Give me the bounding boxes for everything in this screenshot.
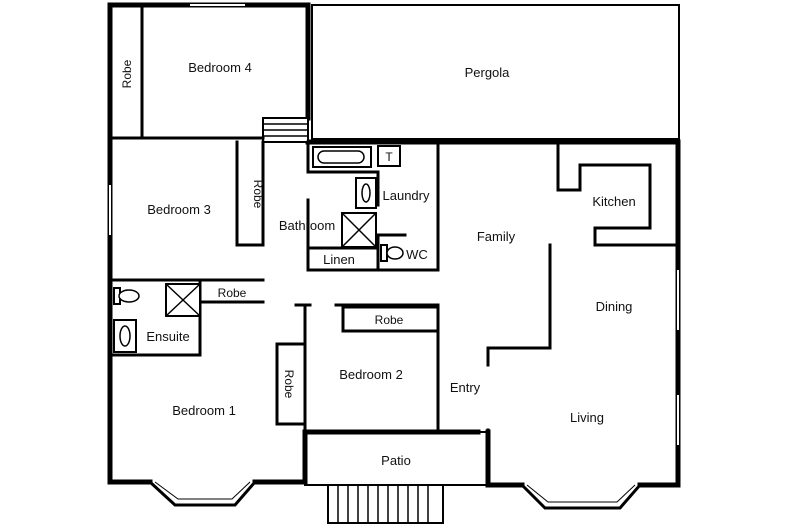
label-wc: WC [406,247,428,262]
wall-south-living [485,429,525,488]
wall-west [107,135,153,485]
label-robe-bed2: Robe [375,313,404,327]
stairs-south [327,484,444,524]
bay-window-living-inner [526,484,636,503]
toilet-ensuite-icon [113,287,140,305]
toilet-tag-box [377,145,401,167]
wall-robe-bed3 [235,140,265,247]
label-robe-bed4: Robe [120,59,134,88]
label-bedroom1: Bedroom 1 [172,403,236,418]
label-patio: Patio [381,453,411,468]
label-family: Family [477,229,516,244]
stairs-north [262,117,309,143]
label-entry: Entry [450,380,481,395]
wall-kitchen [556,140,680,247]
robe-bedroom2-box [341,305,440,333]
wall-bedroom2-north [334,303,440,434]
bay-window-living [519,482,643,510]
basin-ensuite-icon [113,319,137,353]
label-laundry: Laundry [383,188,430,203]
label-dining: Dining [596,299,633,314]
label-robe-bed3: Robe [251,180,265,209]
bathtub-icon [312,146,372,168]
shower-icon [341,212,377,248]
label-robe-bed1: Robe [282,370,296,399]
label-robe-ensuite: Robe [218,286,247,300]
laundry-tub-icon [355,177,377,209]
label-ensuite: Ensuite [146,329,189,344]
pergola-outline [311,4,680,140]
robe-bedroom1-box [275,342,307,426]
label-linen: Linen [323,252,355,267]
toilet-wc-icon [380,244,404,262]
wall-south-bed1 [252,429,481,485]
toilet-tag: T [385,150,393,164]
label-bedroom2: Bedroom 2 [339,367,403,382]
label-bedroom3: Bedroom 3 [147,202,211,217]
bay-window-bedroom1 [147,479,258,507]
label-living: Living [570,410,604,425]
label-bathroom: Bathroom [279,218,335,233]
label-kitchen: Kitchen [592,194,635,209]
bay-window-bedroom1-inner [154,481,251,500]
label-bedroom4: Bedroom 4 [188,60,252,75]
wall-family-living [486,243,552,367]
shower-ensuite-icon [165,283,201,317]
label-pergola: Pergola [465,65,511,80]
wall-linen [306,198,440,272]
